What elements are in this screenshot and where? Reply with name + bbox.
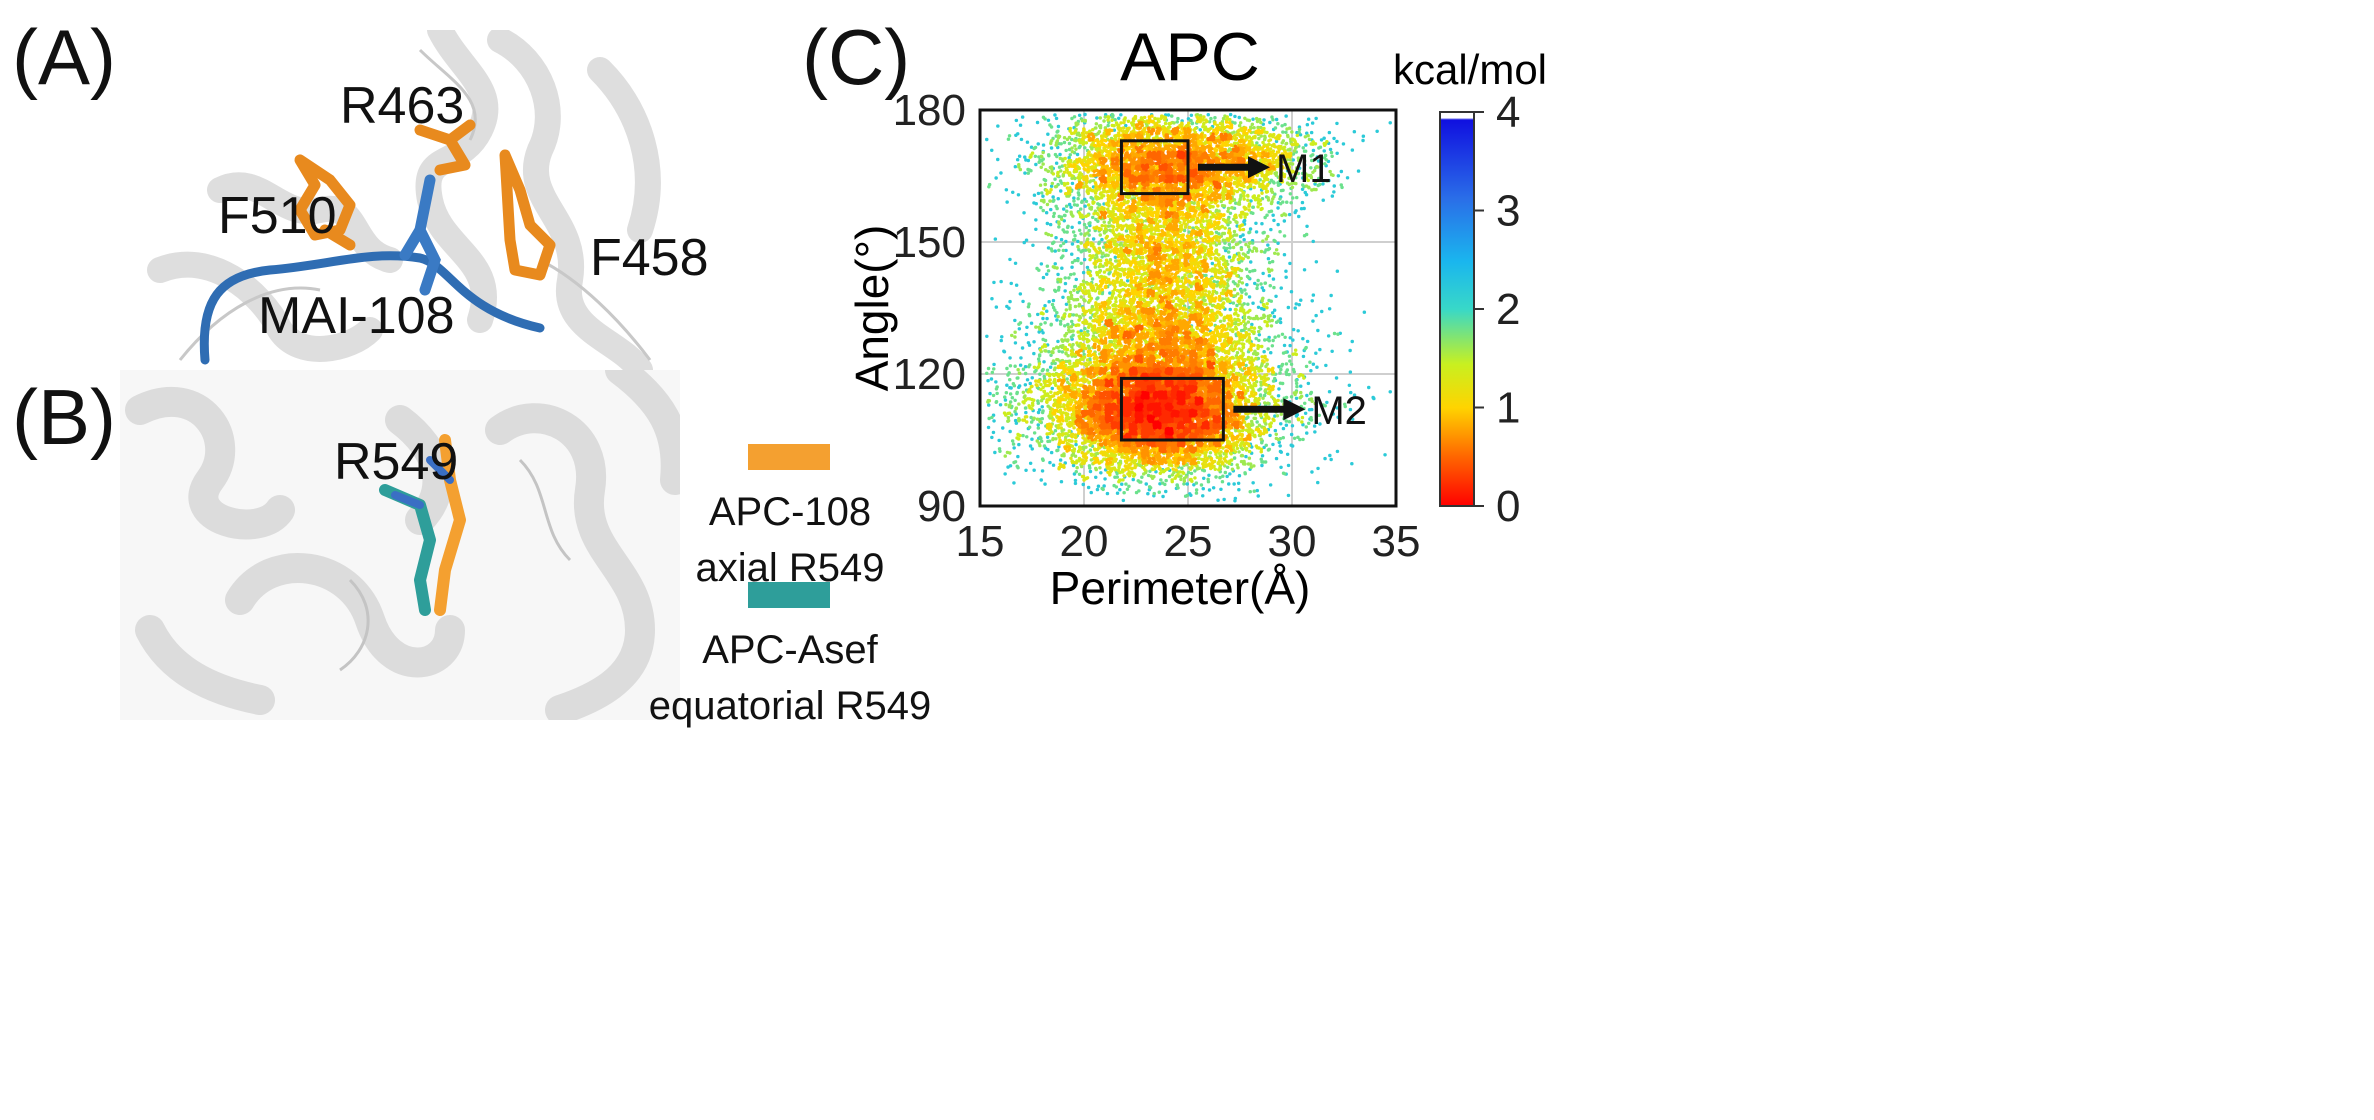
residue-label-mai-108: MAI-108 xyxy=(258,287,455,345)
r463-sidechain xyxy=(414,119,476,176)
x-tick-labels: 15 20 25 30 35 xyxy=(956,517,1421,566)
y-tick-label: 180 xyxy=(893,86,966,135)
x-tick-label: 35 xyxy=(1372,517,1421,566)
f510-sidechain xyxy=(294,154,356,251)
colorbar-tick-label: 2 xyxy=(1496,285,1520,334)
x-axis-label: Perimeter(Å) xyxy=(1050,562,1311,614)
legend-line-apc-108: APC-108 xyxy=(708,490,872,534)
minimum-box-m1 xyxy=(1119,139,1190,196)
x-tick-label: 30 xyxy=(1268,517,1317,566)
residue-label-f510: F510 xyxy=(218,187,337,245)
arrow-head-icon xyxy=(1248,156,1270,179)
protein-ribbon xyxy=(147,30,661,370)
scatter-point-layer xyxy=(1002,115,1329,484)
scatter-point-layer xyxy=(985,112,1347,498)
scatter-point-layer xyxy=(1134,390,1204,442)
residue-label-r463: R463 xyxy=(340,77,465,135)
mai-108-sidechain xyxy=(399,174,441,296)
y-axis-label: Angle(°) xyxy=(846,225,898,392)
colorbar-ticks: 0 1 2 3 4 xyxy=(1474,88,1520,531)
panel-a-structure xyxy=(147,30,661,370)
panel-label-c: (C) xyxy=(802,13,911,101)
x-tick-label: 25 xyxy=(1164,517,1213,566)
helix-outline xyxy=(339,458,572,672)
legend-text-axial: APC-108 axial R549 xyxy=(600,484,980,596)
mai-108-backbone xyxy=(199,251,545,365)
legend-line-apc-asef: APC-Asef xyxy=(702,628,878,672)
minimum-label-m1: M1 xyxy=(1276,147,1332,191)
chart-title: APC xyxy=(1120,19,1260,95)
panel-label-a: (A) xyxy=(12,13,116,101)
y-tick-label: 150 xyxy=(893,218,966,267)
legend-line-equatorial-r549: equatorial R549 xyxy=(648,684,932,728)
colorbar xyxy=(1439,111,1475,507)
colorbar-tick-label: 0 xyxy=(1496,482,1520,531)
plot-frame xyxy=(978,108,1398,508)
arrow-head-icon xyxy=(1283,398,1306,421)
colorbar-tick-label: 4 xyxy=(1496,88,1520,137)
legend-text-equatorial: APC-Asef equatorial R549 xyxy=(600,622,980,734)
colorbar-tick-label: 3 xyxy=(1496,187,1520,236)
scatter-point-layer xyxy=(1134,390,1174,436)
y-tick-label: 120 xyxy=(893,350,966,399)
residue-label-r549: R549 xyxy=(334,433,459,491)
y-tick-label: 90 xyxy=(917,482,966,531)
f458-sidechain xyxy=(499,149,556,281)
legend-swatch-equatorial xyxy=(748,582,830,608)
x-tick-label: 15 xyxy=(956,517,1005,566)
colorbar-tick-label: 1 xyxy=(1496,384,1520,433)
r549-conformers xyxy=(379,434,466,616)
minimum-label-m2: M2 xyxy=(1311,389,1367,433)
residue-label-f458: F458 xyxy=(590,229,709,287)
minimum-box-m2 xyxy=(1119,376,1225,442)
panel-label-b: (B) xyxy=(12,373,116,461)
scatter-point-layer xyxy=(985,112,1392,503)
legend-swatch-axial-fill xyxy=(748,444,830,470)
x-tick-label: 20 xyxy=(1060,517,1109,566)
legend-swatch-equatorial-fill xyxy=(748,582,830,608)
y-tick-labels: 90 120 150 180 xyxy=(893,86,966,531)
colorbar-label: kcal/mol xyxy=(1393,46,1547,93)
legend-swatch-axial xyxy=(748,444,830,470)
panel-b-structure xyxy=(120,370,680,720)
